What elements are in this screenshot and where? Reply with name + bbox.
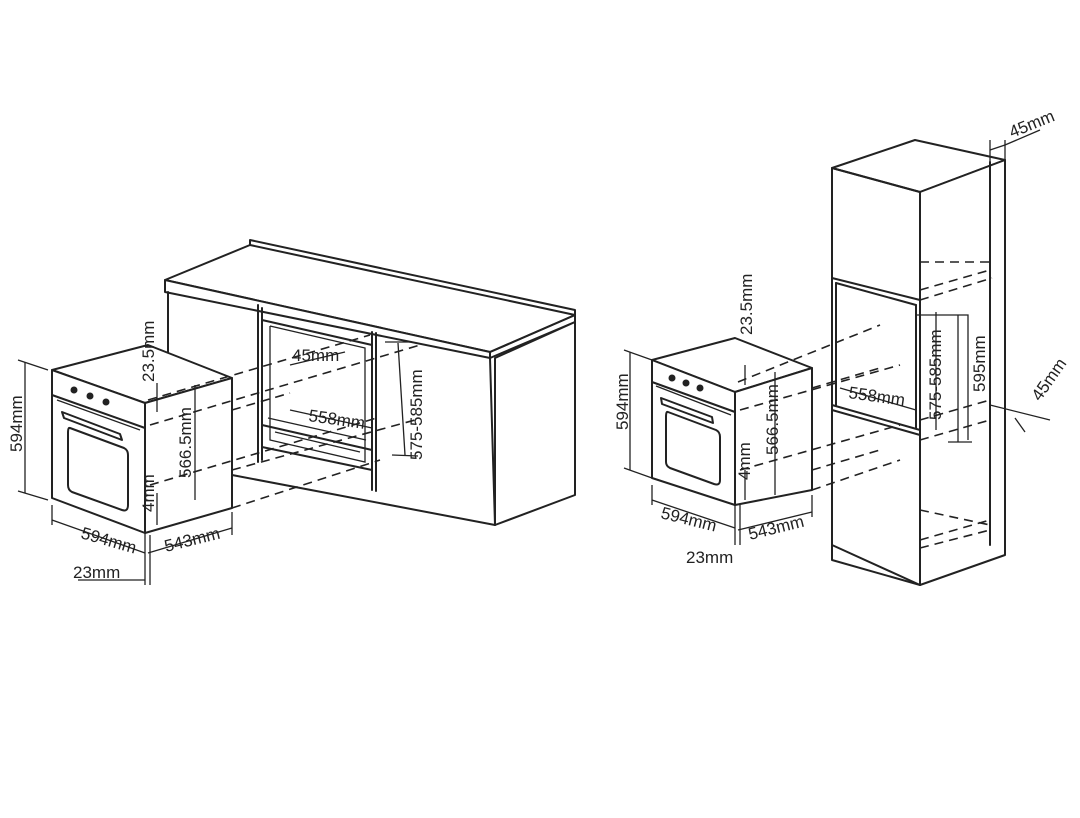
left-oven-handle	[61, 411, 123, 441]
tall-column-cabinet	[831, 139, 1006, 586]
left-bottom-gap-label: 4mm	[139, 474, 158, 512]
right-inner-height-label: 566.5mm	[763, 384, 782, 455]
right-installation: 594mm 594mm 543mm 23mm 23.5mm 566.5mm 4m…	[613, 106, 1071, 586]
left-oven-window	[67, 426, 129, 512]
right-bottom-gap-label: 4mm	[735, 442, 754, 480]
right-dimension-lines	[623, 129, 1051, 545]
right-oven-window	[665, 410, 721, 486]
right-cutout-depth-label: 558mm	[847, 383, 906, 410]
right-front-protrusion-label: 23mm	[686, 548, 733, 567]
left-oven-knob-2	[86, 392, 94, 400]
right-top-gap-column-label: 45mm	[1006, 106, 1057, 141]
right-cutout-height-label: 595mm	[970, 335, 989, 392]
right-oven-height-label: 594mm	[613, 373, 632, 430]
left-oven-knob-3	[102, 398, 110, 406]
left-oven-knob-1	[70, 386, 78, 394]
right-projection-lines	[737, 324, 901, 491]
right-oven-width-label: 594mm	[659, 503, 719, 535]
base-cabinet	[164, 239, 576, 526]
right-oven-handle	[660, 397, 714, 424]
right-oven	[651, 337, 813, 506]
right-top-gap-label: 23.5mm	[737, 274, 756, 335]
right-oven-knob-2	[682, 379, 690, 387]
left-inner-height-label: 566.5mm	[176, 407, 195, 478]
column-hidden-lines	[919, 175, 993, 549]
left-rear-gap-label: 45mm	[292, 346, 339, 365]
left-cutout-height-label: 575-585mm	[407, 369, 426, 460]
right-oven-knob-3	[696, 384, 704, 392]
left-dimension-lines	[17, 341, 419, 585]
left-oven	[51, 344, 233, 534]
right-side-gap-column-label: 45mm	[1028, 355, 1071, 405]
right-oven-depth-label: 543mm	[746, 512, 806, 544]
left-oven-width-label: 594mm	[79, 524, 139, 558]
right-cutout-height-min-label: 575-585mm	[926, 329, 945, 420]
right-oven-knob-1	[668, 374, 676, 382]
left-oven-depth-label: 543mm	[162, 524, 222, 556]
left-installation: 594mm 594mm 543mm 23mm 23.5mm 566.5mm 4m…	[7, 239, 576, 585]
left-oven-height-label: 594mm	[7, 395, 26, 452]
left-top-gap-label: 23.5mm	[139, 321, 158, 382]
left-front-protrusion-label: 23mm	[73, 563, 120, 582]
